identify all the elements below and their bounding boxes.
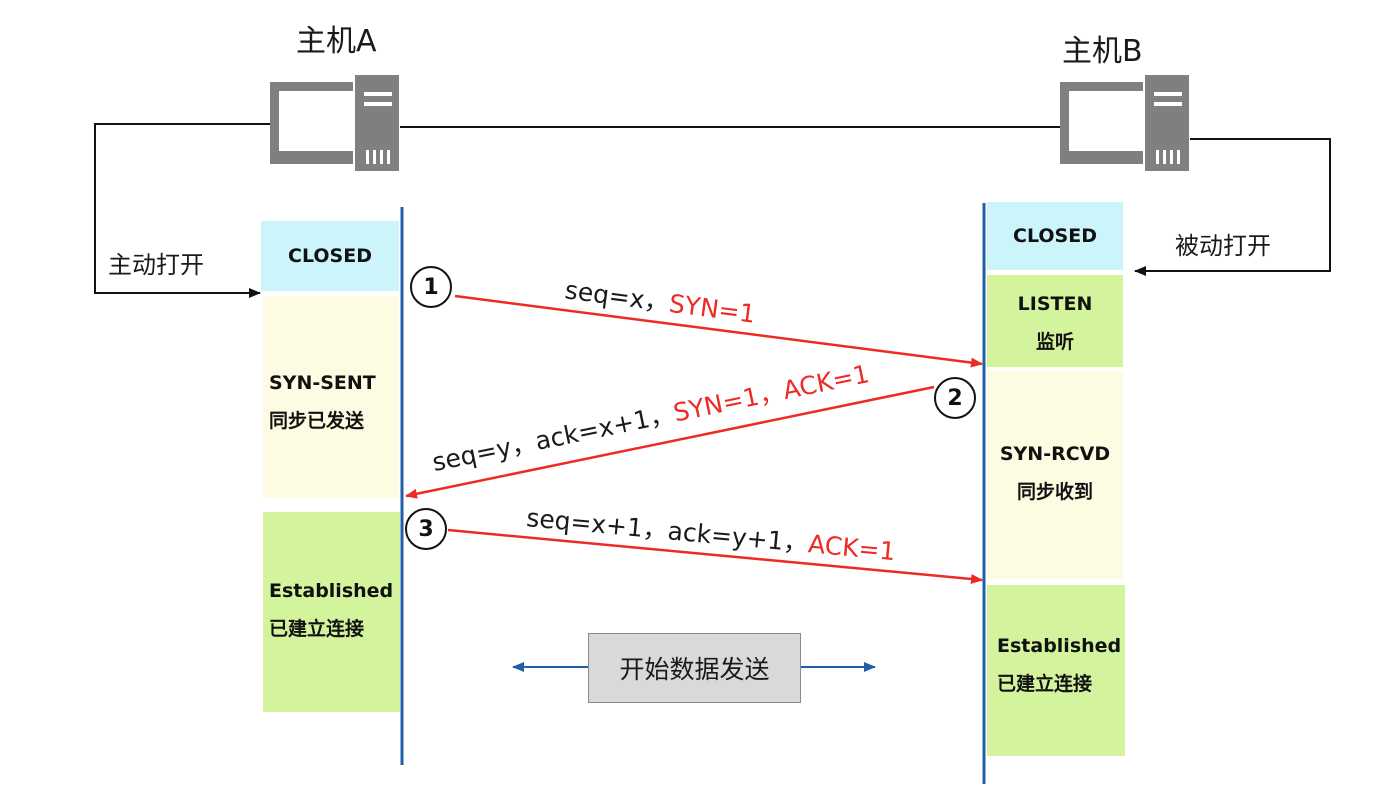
state-b-listen: LISTEN 监听 — [987, 275, 1123, 367]
arrow-ack — [447, 528, 983, 584]
state-b-syn-rcvd: SYN-RCVD 同步收到 — [987, 371, 1123, 579]
data-transfer-box: 开始数据发送 — [588, 633, 801, 703]
step-1-badge: 1 — [410, 266, 452, 308]
state-b-established-sublabel: 已建立连接 — [997, 673, 1093, 695]
arrow-syn — [454, 294, 983, 368]
state-b-closed: CLOSED — [987, 202, 1123, 270]
passive-open-label: 被动打开 — [1175, 232, 1271, 260]
step-3-badge: 3 — [405, 508, 447, 550]
state-b-established: Established 已建立连接 — [987, 585, 1125, 756]
state-a-established-label: Established — [269, 580, 394, 602]
passive-open-arrow — [1134, 138, 1331, 276]
state-a-syn-sent-sublabel: 同步已发送 — [269, 410, 365, 432]
state-b-established-label: Established — [997, 635, 1122, 657]
state-b-listen-label: LISTEN — [1017, 293, 1093, 315]
state-a-established: Established 已建立连接 — [263, 512, 400, 712]
active-open-label: 主动打开 — [108, 251, 204, 279]
message-3-flags: ACK=1 — [806, 529, 897, 567]
state-a-closed-label: CLOSED — [288, 245, 372, 267]
computer-a-icon — [270, 73, 401, 178]
state-b-closed-label: CLOSED — [1013, 225, 1097, 247]
step-2-badge: 2 — [934, 377, 976, 419]
state-b-listen-sublabel: 监听 — [1035, 331, 1074, 353]
computer-b-icon — [1060, 73, 1191, 178]
state-b-syn-rcvd-label: SYN-RCVD — [999, 443, 1111, 465]
active-open-arrow — [94, 123, 272, 298]
state-a-syn-sent: SYN-SENT 同步已发送 — [263, 296, 399, 498]
host-a-title: 主机A — [296, 24, 377, 59]
state-a-established-sublabel: 已建立连接 — [269, 618, 365, 640]
state-a-syn-sent-label: SYN-SENT — [269, 372, 376, 394]
state-a-closed: CLOSED — [261, 221, 399, 291]
state-b-syn-rcvd-sublabel: 同步收到 — [1016, 481, 1093, 503]
host-b-title: 主机B — [1062, 34, 1143, 69]
arrow-syn-ack — [405, 385, 935, 499]
